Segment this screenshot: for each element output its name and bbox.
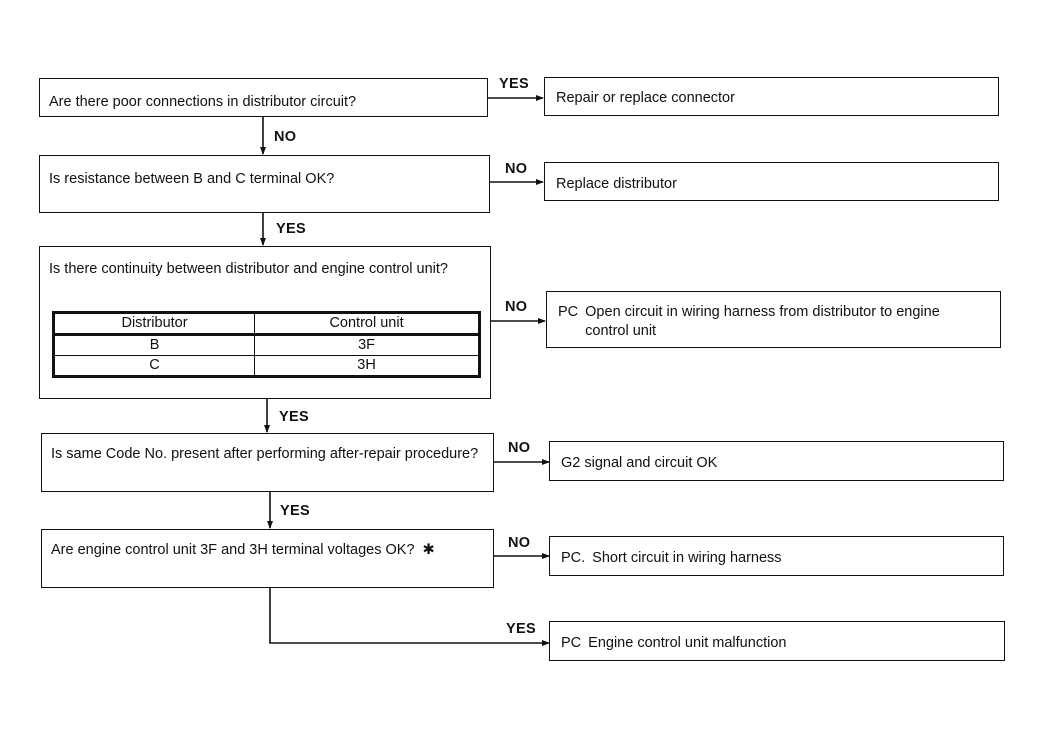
table-row: C 3H (51, 355, 481, 378)
table-header-control-unit: Control unit (254, 311, 481, 336)
result-text-3-body: Open circuit in wiring harness from dist… (585, 304, 940, 339)
pc-prefix: PC (561, 635, 582, 651)
result-text-4: G2 signal and circuit OK (561, 455, 718, 471)
result-text-1: Repair or replace connector (556, 90, 735, 106)
table-cell: B (51, 334, 256, 356)
table-cell: 3H (254, 355, 481, 378)
result-box-1: Repair or replace connector (544, 77, 999, 116)
result-text-2: Replace distributor (556, 176, 677, 192)
question-box-3: Is there continuity between distributor … (39, 246, 491, 399)
table-header-row: Distributor Control unit (51, 311, 481, 336)
table-row: B 3F (51, 334, 481, 356)
question-text-4: Is same Code No. present after performin… (51, 446, 479, 462)
branch-label-yes: YES (276, 221, 306, 237)
result-box-4: G2 signal and circuit OK (549, 441, 1004, 481)
question-text-5-body: Are engine control unit 3F and 3H termin… (51, 542, 415, 558)
branch-label-yes: YES (279, 409, 309, 425)
question-text-3: Is there continuity between distributor … (49, 261, 448, 277)
table-header-distributor: Distributor (51, 311, 256, 336)
branch-label-yes: YES (280, 503, 310, 519)
branch-label-no: NO (508, 440, 531, 456)
result-text-6: PC Engine control unit malfunction (561, 634, 996, 653)
asterisk-icon: ✱ (422, 542, 435, 558)
question-text-5: Are engine control unit 3F and 3H termin… (51, 541, 471, 560)
pc-prefix: PC (558, 304, 579, 320)
branch-label-no: NO (508, 535, 531, 551)
result-box-2: Replace distributor (544, 162, 999, 201)
question-box-2: Is resistance between B and C terminal O… (39, 155, 490, 213)
terminal-table: Distributor Control unit B 3F C 3H (51, 311, 481, 378)
question-text-1: Are there poor connections in distributo… (49, 94, 357, 110)
table-cell: C (51, 355, 256, 378)
pc-prefix: PC. (561, 550, 586, 566)
question-box-5: Are engine control unit 3F and 3H termin… (41, 529, 494, 588)
branch-label-yes: YES (499, 76, 529, 92)
result-box-3: PC Open circuit in wiring harness from d… (546, 291, 1001, 348)
question-text-2: Is resistance between B and C terminal O… (49, 171, 335, 187)
table-cell: 3F (254, 334, 481, 356)
branch-label-no: NO (505, 161, 528, 177)
result-text-6-body: Engine control unit malfunction (588, 635, 787, 651)
result-box-6: PC Engine control unit malfunction (549, 621, 1005, 661)
result-text-5: PC. Short circuit in wiring harness (561, 549, 995, 568)
question-box-1: Are there poor connections in distributo… (39, 78, 488, 117)
question-box-4: Is same Code No. present after performin… (41, 433, 494, 492)
result-text-5-body: Short circuit in wiring harness (592, 550, 782, 566)
branch-label-yes: YES (506, 621, 536, 637)
result-box-5: PC. Short circuit in wiring harness (549, 536, 1004, 576)
result-text-3: PC Open circuit in wiring harness from d… (558, 303, 992, 341)
arrow-q5-yes (269, 587, 550, 646)
branch-label-no: NO (505, 299, 528, 315)
branch-label-no: NO (274, 129, 297, 145)
